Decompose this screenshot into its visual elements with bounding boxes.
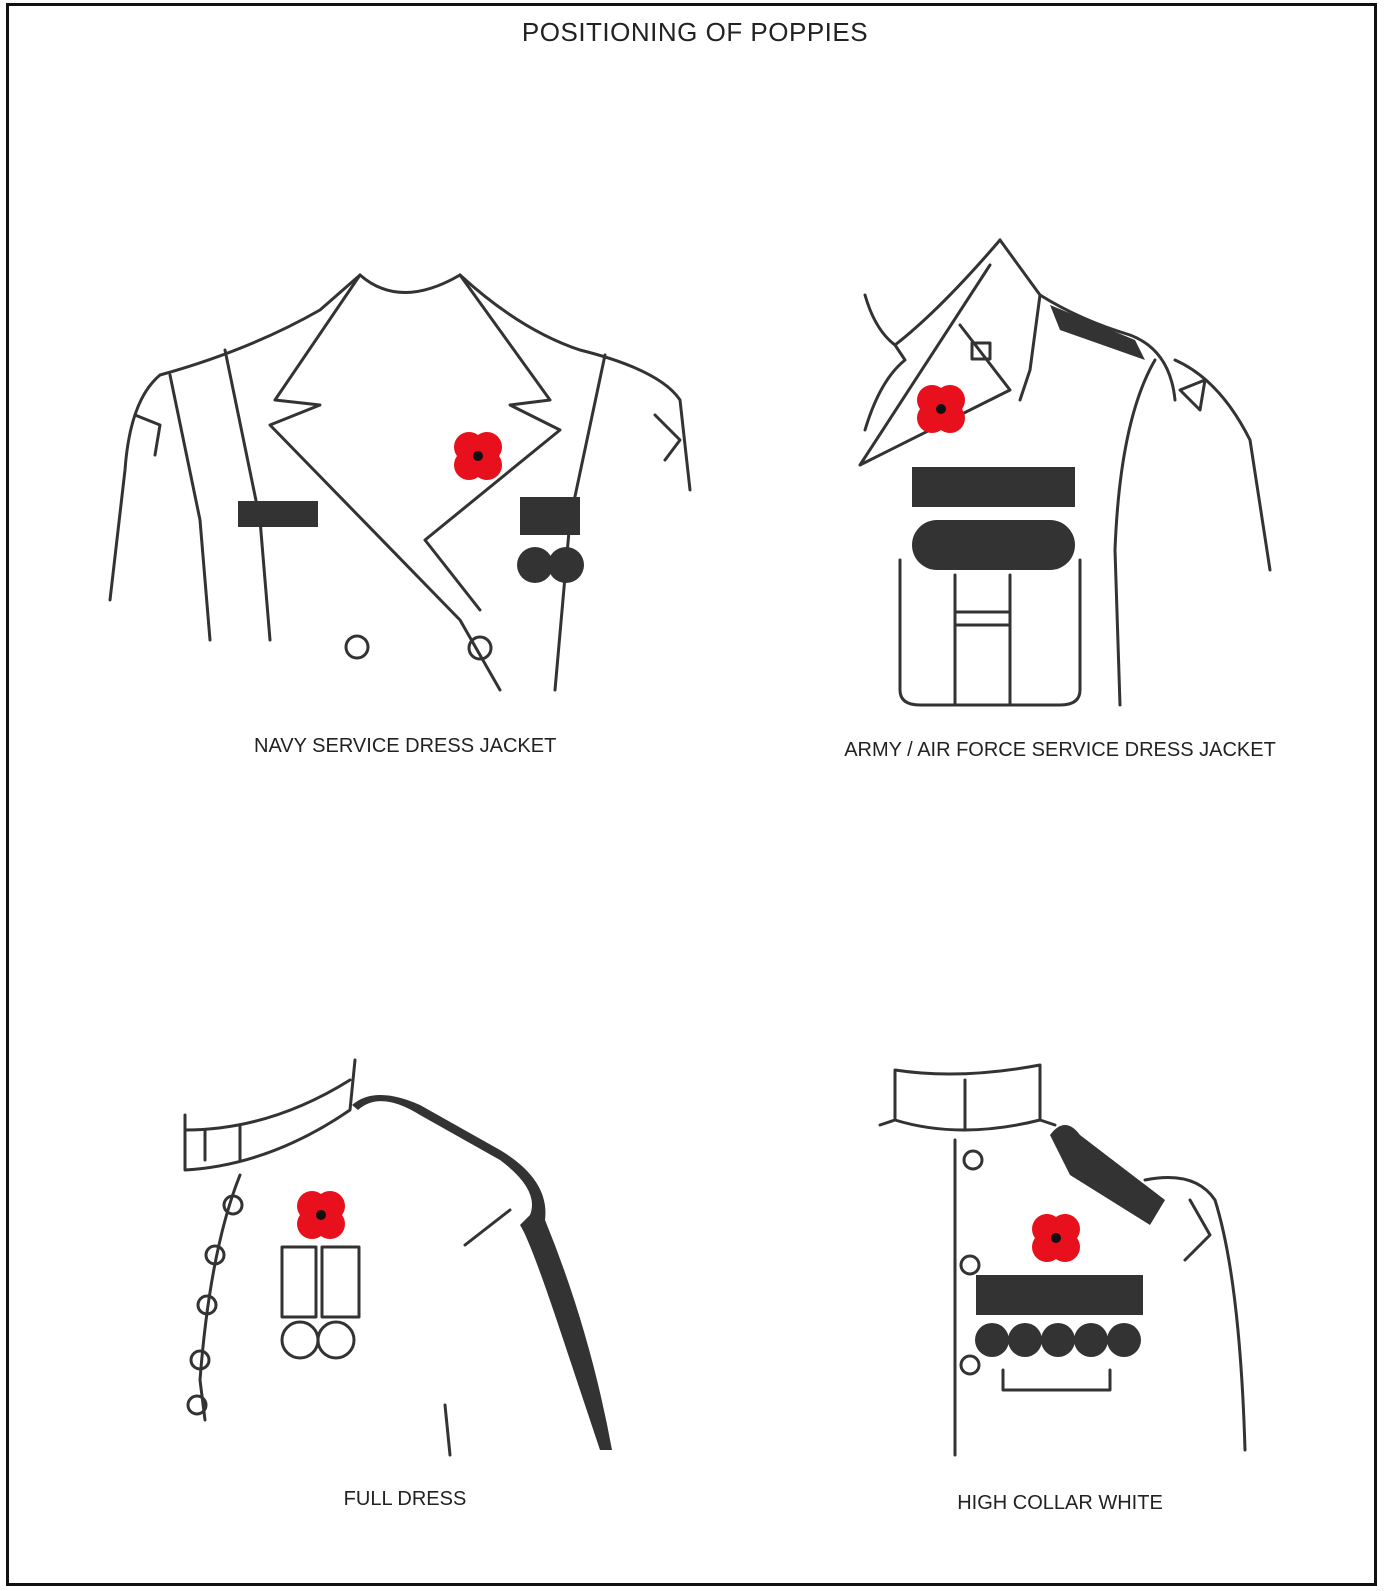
caption-high-collar-white: HIGH COLLAR WHITE <box>950 1492 1170 1515</box>
name-tag <box>238 501 318 527</box>
caption-army-air-force-service-dress-jacket: ARMY / AIR FORCE SERVICE DRESS JACKET <box>840 739 1280 762</box>
navy-poppy <box>454 432 502 480</box>
full-dress-illustration <box>185 1060 510 1455</box>
caption-navy-service-dress-jacket: NAVY SERVICE DRESS JACKET <box>254 735 554 758</box>
full-dress-poppy <box>297 1191 345 1239</box>
navy-jacket-illustration <box>110 275 690 690</box>
caption-full-dress: FULL DRESS <box>330 1488 480 1511</box>
full-dress-epaulette <box>352 1095 612 1450</box>
army-medal-group <box>912 305 1145 570</box>
high-collar-poppy <box>1032 1214 1080 1262</box>
army-poppy <box>917 385 965 433</box>
